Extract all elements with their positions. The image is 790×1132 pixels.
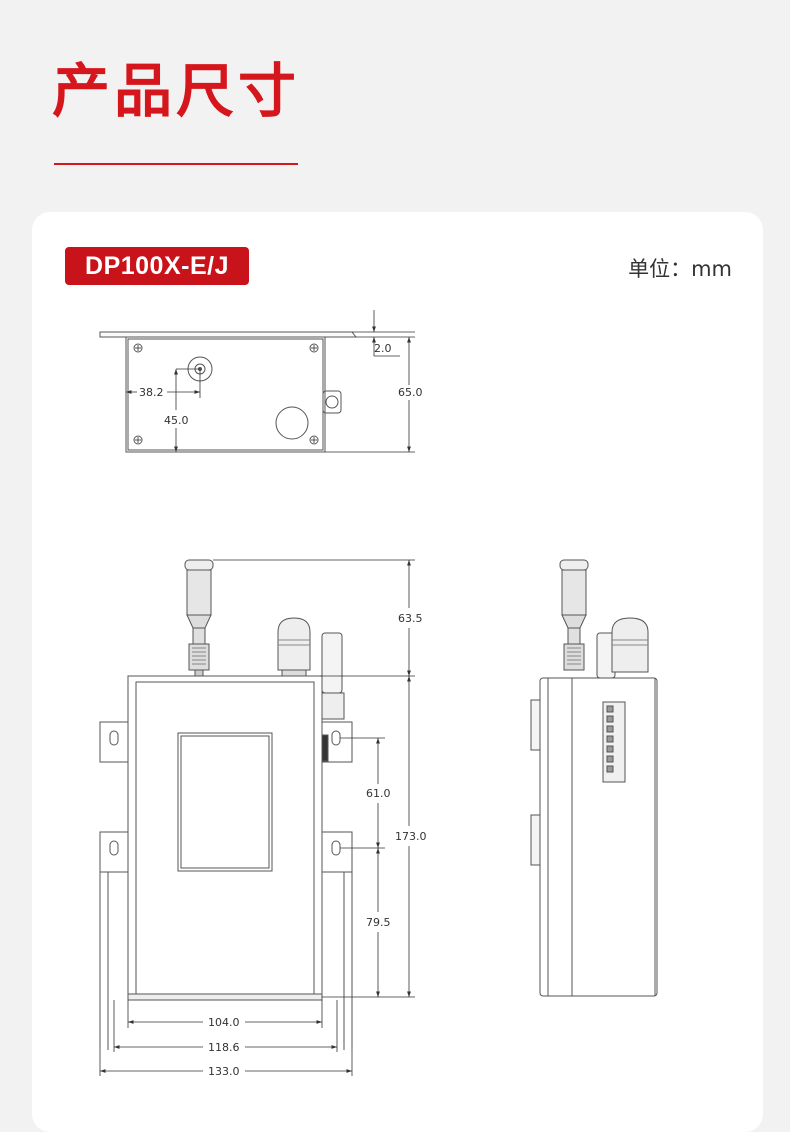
title-underline	[54, 163, 298, 165]
dim-overall-width: 133.0	[208, 1065, 240, 1078]
model-badge: DP100X-E/J	[65, 247, 249, 285]
dim-lower-mount: 79.5	[366, 916, 391, 929]
top-view-dimension-lines	[126, 310, 415, 453]
dim-mount-width: 118.6	[208, 1041, 240, 1054]
dim-thickness: 2.0	[374, 342, 392, 355]
dim-top-height: 65.0	[398, 386, 423, 399]
dim-antenna-height: 63.5	[398, 612, 423, 625]
dim-upper-mount: 61.0	[366, 787, 391, 800]
front-view	[99, 559, 353, 1050]
dim-hole-x: 38.2	[139, 386, 164, 399]
page-title: 产品尺寸	[52, 57, 301, 125]
side-view	[530, 559, 658, 997]
front-view-dimension-lines	[99, 559, 415, 1076]
dim-body-height: 173.0	[395, 830, 427, 843]
unit-label: 单位：mm	[628, 257, 732, 281]
dim-body-width: 104.0	[208, 1016, 240, 1029]
dim-hole-y: 45.0	[164, 414, 189, 427]
